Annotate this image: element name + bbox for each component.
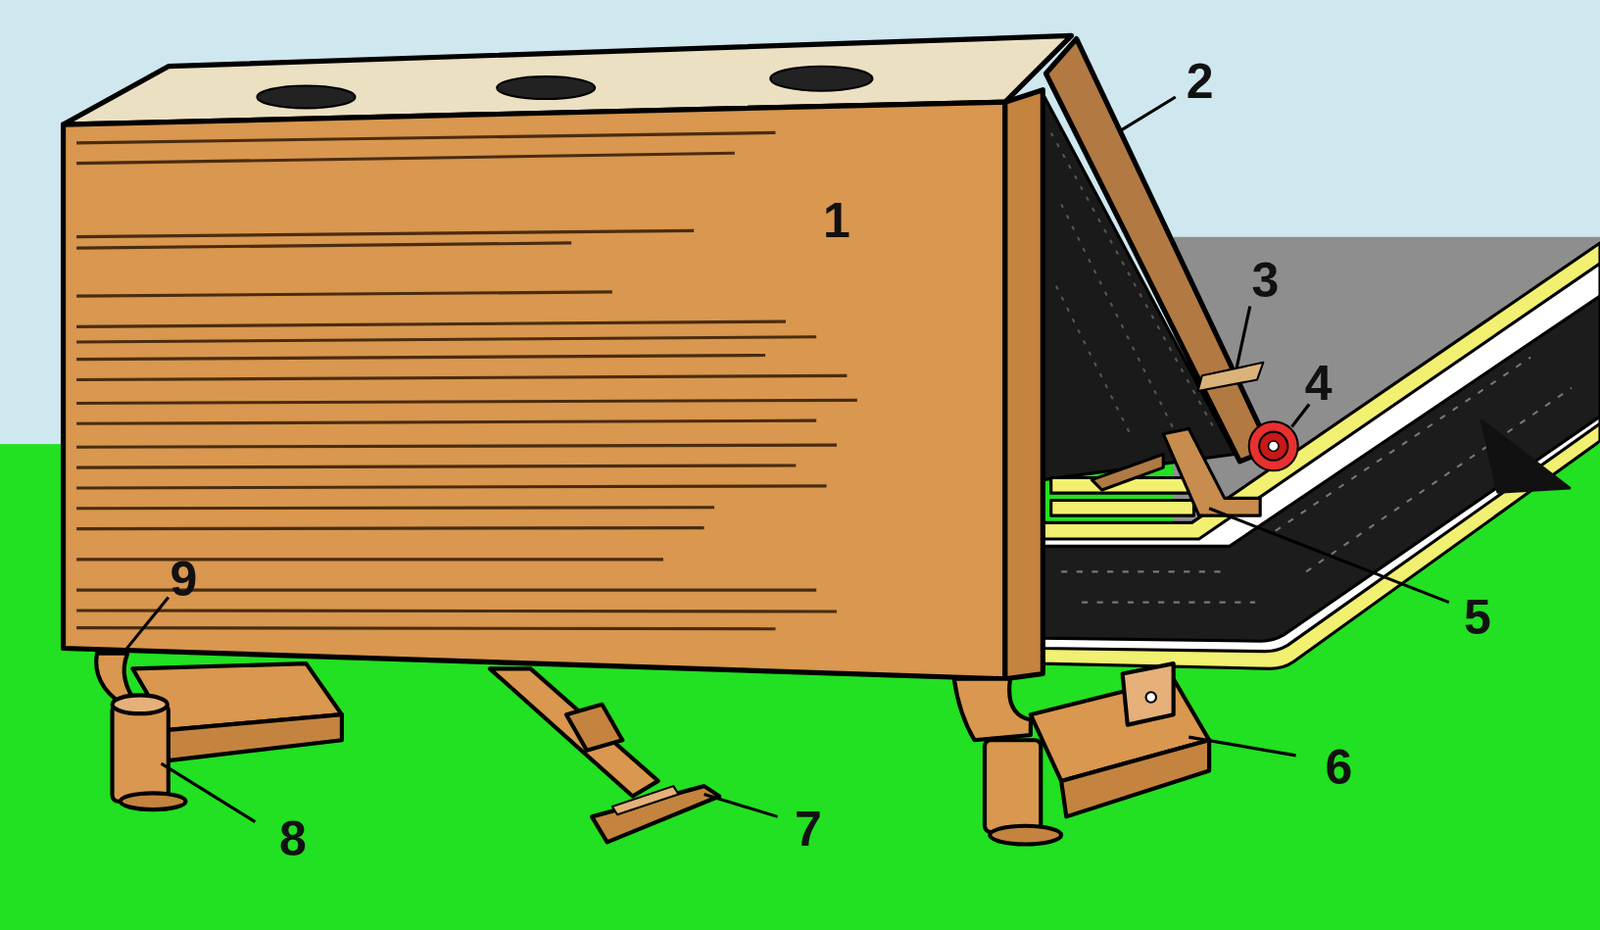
grain <box>76 152 735 163</box>
leader-line <box>1291 404 1310 428</box>
top-opening <box>496 76 595 99</box>
grain <box>76 230 694 237</box>
inclined-beam <box>1045 39 1270 462</box>
grain <box>76 465 796 468</box>
roller <box>1249 421 1299 471</box>
grain <box>76 528 704 530</box>
strut <box>489 668 659 796</box>
hinge <box>1122 663 1174 726</box>
foot-plate <box>591 785 720 842</box>
grain <box>76 291 613 296</box>
callout-number: 5 <box>1463 592 1492 642</box>
layer <box>1051 499 1195 516</box>
leader-line <box>1120 96 1176 131</box>
box <box>63 35 1299 679</box>
leader-line <box>1188 736 1296 756</box>
grain <box>76 557 664 561</box>
grain <box>76 420 817 424</box>
supports <box>96 653 1210 845</box>
wood-grain <box>76 132 858 629</box>
grain <box>76 507 715 509</box>
grain <box>76 321 786 327</box>
leader-line <box>704 793 778 817</box>
callout-number: 8 <box>279 814 307 864</box>
callout-number: 6 <box>1324 742 1353 792</box>
box-front <box>63 101 1006 679</box>
top-opening <box>256 86 355 109</box>
support-post <box>112 704 169 802</box>
bar <box>1091 454 1164 490</box>
callout-number: 7 <box>794 804 823 854</box>
leader-line <box>161 763 256 822</box>
grain <box>76 399 858 403</box>
direction-arrow <box>1481 420 1570 492</box>
leg-bracket <box>954 678 1031 741</box>
callout-number: 1 <box>823 195 851 245</box>
callout-number: 3 <box>1251 255 1279 305</box>
roller-ring <box>1259 432 1288 461</box>
top-opening <box>770 66 873 92</box>
post-top <box>112 694 168 714</box>
grain <box>76 628 776 630</box>
support-post <box>984 739 1041 832</box>
roller-hub <box>1268 440 1279 451</box>
callout-number: 9 <box>170 554 198 604</box>
hopper-interior <box>1042 94 1235 481</box>
grain <box>76 355 766 360</box>
interior <box>1042 94 1261 516</box>
leader-line <box>1209 508 1450 603</box>
sill-block-side <box>1061 739 1210 817</box>
leader-line <box>124 596 169 651</box>
corner-post <box>1005 90 1044 679</box>
post-base <box>120 792 187 810</box>
grain <box>76 375 847 380</box>
sill-beam-side <box>168 714 342 761</box>
grain <box>76 132 776 143</box>
foot-plate-top <box>612 785 679 815</box>
grain <box>76 242 572 248</box>
grain <box>76 610 837 612</box>
callout-number: 2 <box>1186 56 1214 106</box>
strut-joint <box>566 704 623 751</box>
leader-line <box>1236 306 1251 369</box>
post-base <box>989 825 1062 845</box>
hinge-pin <box>1146 691 1157 702</box>
grain <box>76 337 817 342</box>
callout-number: 4 <box>1305 358 1333 408</box>
grain <box>76 444 837 447</box>
grain <box>76 485 826 488</box>
leader-lines <box>124 96 1450 823</box>
plate <box>1198 362 1264 391</box>
